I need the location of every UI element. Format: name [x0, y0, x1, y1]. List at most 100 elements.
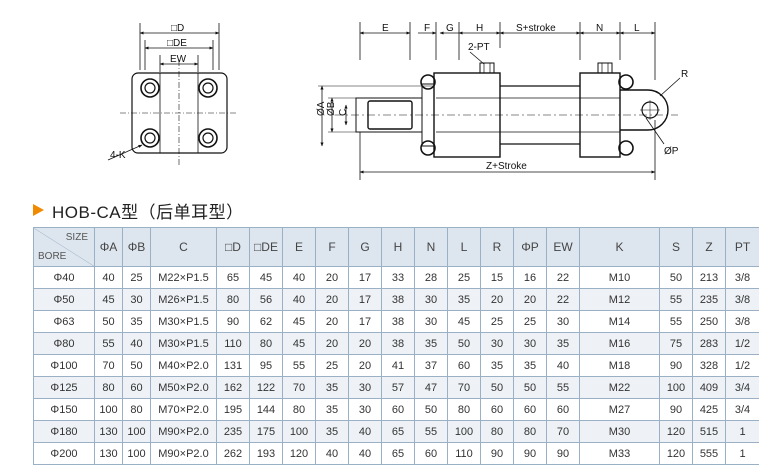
table-cell: 65 — [381, 420, 415, 443]
table-cell: 40 — [122, 332, 151, 355]
label-h: H — [476, 23, 483, 34]
table-cell: 60 — [381, 398, 415, 421]
table-cell: 409 — [692, 376, 726, 399]
bore-cell: Φ100 — [33, 354, 95, 377]
table-cell: M22 — [579, 376, 660, 399]
table-cell: 55 — [414, 420, 448, 443]
table-cell: 100 — [122, 442, 151, 465]
spec-table: SIZE BORE ΦA ΦB C □D □DE E F G H N L R Φ… — [33, 227, 759, 465]
table-cell: 45 — [94, 288, 123, 311]
col-header: ΦA — [94, 227, 123, 267]
table-cell: M30×P1.5 — [150, 332, 217, 355]
label-4k: 4-K — [110, 150, 126, 161]
table-cell: 45 — [282, 332, 316, 355]
table-cell: 100 — [282, 420, 316, 443]
label-ob: ØB — [326, 101, 337, 116]
table-cell: 70 — [94, 354, 123, 377]
col-header: ΦB — [122, 227, 151, 267]
label-de: □DE — [167, 38, 187, 49]
table-cell: 75 — [659, 332, 693, 355]
table-cell: 60 — [447, 354, 481, 377]
side-view — [318, 22, 681, 180]
table-cell: 35 — [480, 354, 514, 377]
table-cell: 16 — [513, 266, 547, 289]
table-cell: 144 — [249, 398, 283, 421]
table-cell: M90×P2.0 — [150, 442, 217, 465]
table-cell: 55 — [659, 288, 693, 311]
table-cell: M26×P1.5 — [150, 288, 217, 311]
table-cell: 3/8 — [725, 266, 759, 289]
table-cell: 40 — [282, 288, 316, 311]
table-cell: 60 — [122, 376, 151, 399]
table-cell: 20 — [315, 288, 349, 311]
label-s-stroke: S+stroke — [516, 23, 556, 34]
table-cell: M14 — [579, 310, 660, 333]
table-cell: 90 — [480, 442, 514, 465]
table-cell: 20 — [480, 288, 514, 311]
table-cell: 30 — [414, 288, 448, 311]
table-cell: 50 — [447, 332, 481, 355]
col-header: □D — [216, 227, 250, 267]
table-cell: 62 — [249, 310, 283, 333]
table-cell: 80 — [480, 420, 514, 443]
table-cell: 65 — [381, 442, 415, 465]
col-header: L — [447, 227, 481, 267]
label-g: G — [446, 23, 454, 34]
col-header: F — [315, 227, 349, 267]
bore-cell: Φ63 — [33, 310, 95, 333]
header-corner: SIZE BORE — [33, 227, 95, 267]
table-cell: 40 — [315, 442, 349, 465]
table-cell: 22 — [546, 288, 580, 311]
corner-size-label: SIZE — [65, 232, 88, 243]
table-cell: 70 — [447, 376, 481, 399]
table-cell: 235 — [216, 420, 250, 443]
col-header: K — [579, 227, 660, 267]
table-cell: M12 — [579, 288, 660, 311]
bore-cell: Φ180 — [33, 420, 95, 443]
col-header: S — [659, 227, 693, 267]
table-cell: 3/8 — [725, 310, 759, 333]
bore-cell: Φ125 — [33, 376, 95, 399]
bore-cell: Φ80 — [33, 332, 95, 355]
col-header: C — [150, 227, 217, 267]
table-cell: 55 — [546, 376, 580, 399]
label-z-stroke: Z+Stroke — [486, 161, 527, 172]
table-cell: M16 — [579, 332, 660, 355]
table-cell: 250 — [692, 310, 726, 333]
table-cell: 37 — [414, 354, 448, 377]
table-cell: M18 — [579, 354, 660, 377]
table-cell: 38 — [381, 310, 415, 333]
table-cell: 35 — [315, 420, 349, 443]
table-cell: 38 — [381, 288, 415, 311]
label-ew: EW — [170, 54, 187, 65]
table-cell: 120 — [282, 442, 316, 465]
table-cell: 3/4 — [725, 376, 759, 399]
table-cell: 55 — [659, 310, 693, 333]
table-cell: 33 — [381, 266, 415, 289]
table-cell: 90 — [216, 310, 250, 333]
table-cell: 35 — [122, 310, 151, 333]
table-cell: 30 — [546, 310, 580, 333]
table-cell: M10 — [579, 266, 660, 289]
table-cell: 122 — [249, 376, 283, 399]
table-cell: 90 — [659, 354, 693, 377]
table-cell: 20 — [315, 266, 349, 289]
table-cell: 40 — [94, 266, 123, 289]
table-cell: 35 — [315, 398, 349, 421]
table-cell: 100 — [122, 420, 151, 443]
table-cell: 130 — [94, 420, 123, 443]
table-cell: 1 — [725, 420, 759, 443]
table-cell: 22 — [546, 266, 580, 289]
table-cell: 65 — [216, 266, 250, 289]
col-header: PT — [725, 227, 759, 267]
table-cell: 38 — [381, 332, 415, 355]
label-c: C — [338, 109, 349, 116]
table-cell: 30 — [513, 332, 547, 355]
table-cell: 175 — [249, 420, 283, 443]
